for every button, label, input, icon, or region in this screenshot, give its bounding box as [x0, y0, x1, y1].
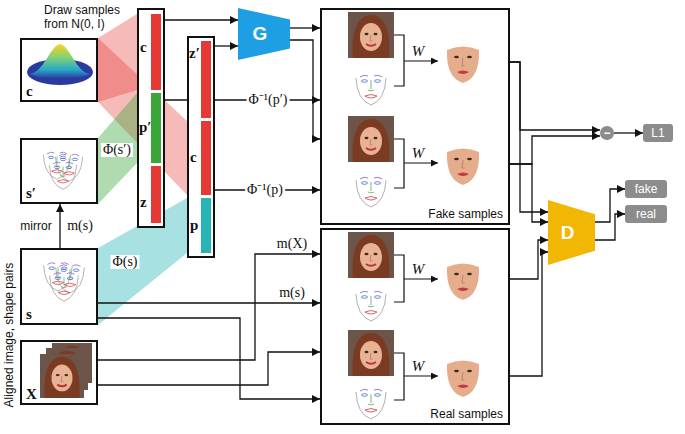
connector-arrow — [98, 318, 320, 399]
face-photo — [348, 330, 394, 376]
shape-sketch — [356, 75, 386, 105]
bracket-line — [394, 255, 404, 302]
edge-label: Φ(s) — [110, 255, 139, 269]
face-photo — [348, 12, 394, 58]
node-label: c — [190, 150, 197, 165]
connector-arrow — [595, 214, 625, 240]
trapezoid-outline — [548, 200, 595, 265]
warp-symbol: W — [412, 146, 425, 161]
vector-segment — [201, 121, 211, 195]
latent-vector: z′ c p — [187, 36, 215, 258]
connector-arrow — [510, 62, 600, 130]
shape-sketch — [356, 389, 386, 419]
minus-circle: − — [600, 126, 614, 140]
edge-label: m(X) — [275, 237, 309, 251]
output-box: fake — [625, 180, 667, 198]
connector-arrow — [510, 136, 600, 164]
node-label: X — [25, 387, 38, 402]
warp-arrow — [404, 375, 438, 376]
warped-face — [447, 264, 479, 301]
output-box: real — [625, 205, 667, 223]
face-photo — [348, 116, 394, 162]
warped-face — [447, 149, 479, 186]
warped-face — [447, 361, 479, 398]
face-photo — [348, 232, 394, 278]
warp-symbol: W — [412, 359, 425, 374]
edge-label: Φ⁻¹(p) — [245, 183, 285, 197]
node-label: fake — [625, 181, 667, 197]
vector-segment — [201, 41, 211, 118]
connector-arrow — [510, 252, 548, 376]
connector-arrow — [165, 19, 238, 20]
connector-arrow — [510, 164, 548, 222]
node-label: s′ — [25, 186, 37, 201]
face-photo — [40, 354, 84, 398]
node-label: z — [140, 195, 147, 210]
node-label: c — [140, 40, 147, 55]
edge-label: m(s) — [277, 286, 307, 300]
connector-arrow — [614, 132, 643, 133]
node-label: Real samples — [430, 408, 503, 420]
sampling-note: Draw samples from N(0, I) — [44, 3, 136, 31]
connector-arrow — [98, 352, 320, 385]
discriminator-block: D — [548, 200, 595, 265]
edge-label: Φ⁻¹(p′) — [247, 93, 290, 107]
bracket-line — [394, 139, 404, 188]
projection-band — [98, 93, 137, 204]
node-label: Fake samples — [428, 208, 503, 220]
shape-sketch — [43, 152, 70, 179]
node-label: − — [600, 126, 614, 140]
shape-sketch — [50, 273, 79, 301]
latent-vector: c p′ z — [137, 8, 165, 228]
shape-box: s — [20, 248, 98, 325]
connector-arrow — [290, 27, 320, 28]
node-label: real — [625, 206, 667, 222]
warped-face — [447, 47, 479, 84]
connector-arrow — [215, 45, 238, 46]
node-label: c — [25, 84, 34, 99]
node-label: D — [548, 223, 587, 242]
mirrored-shape-box: s′ — [20, 138, 98, 204]
warp-arrow — [404, 60, 438, 61]
edge-label: m(s) — [65, 219, 95, 233]
vector-segment — [201, 198, 211, 253]
image-box: X — [20, 340, 98, 405]
node-label: L1 — [643, 125, 673, 141]
node-label: G — [238, 24, 282, 43]
generator-block: G — [238, 8, 290, 60]
connector-arrow — [98, 302, 320, 303]
node-label: p′ — [139, 120, 152, 135]
shape-sketch — [49, 162, 76, 189]
loss-box: L1 — [643, 124, 673, 142]
node-label: s — [25, 307, 33, 322]
node-label: p — [190, 218, 198, 233]
vector-segment — [151, 14, 161, 90]
mirror-note: mirror — [20, 219, 51, 233]
warp-symbol: W — [412, 262, 425, 277]
shape-sketch — [356, 291, 386, 321]
warp-arrow — [404, 278, 438, 279]
connector-arrow — [595, 189, 625, 222]
latent-box: c — [20, 38, 98, 102]
shape-sketch — [356, 177, 386, 207]
connector-arrow — [510, 62, 548, 212]
bracket-line — [394, 353, 404, 400]
sample-group: Real samples — [320, 228, 510, 425]
node-label: z′ — [189, 46, 200, 61]
connector-arrow — [98, 254, 320, 360]
connector-arrow — [59, 204, 60, 248]
sample-group: Fake samples — [320, 8, 510, 225]
connector-arrow — [290, 40, 320, 139]
gaussian-peak — [30, 44, 90, 79]
axis-caption: Aligned image, shape pairs — [2, 263, 16, 408]
warp-symbol: W — [412, 44, 425, 59]
bracket-line — [394, 35, 404, 86]
edge-label: Φ(s′) — [101, 143, 133, 157]
trapezoid-outline — [238, 8, 290, 60]
warp-arrow — [404, 162, 438, 163]
vector-segment — [151, 166, 161, 223]
vector-segment — [151, 93, 161, 163]
